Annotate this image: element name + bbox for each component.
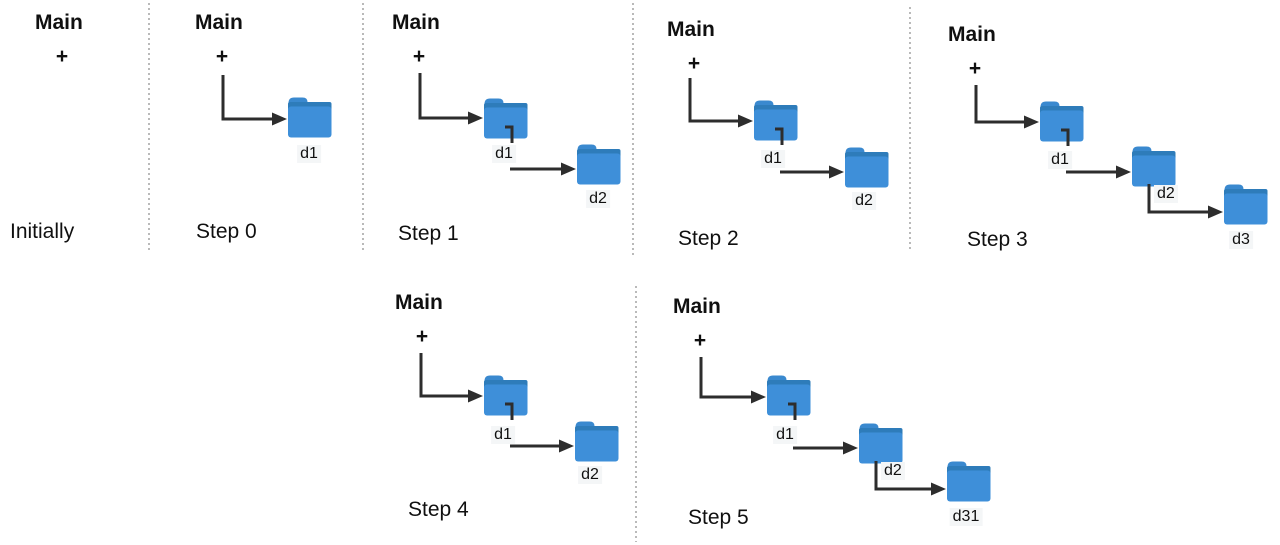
step-caption: Initially [10,220,75,243]
folder-glyph [859,423,903,464]
step-caption: Step 2 [678,227,739,250]
folder-glyph [484,375,528,416]
plus-operator: + [415,325,429,348]
panel-separators [148,3,911,542]
step-caption: Step 4 [408,498,469,521]
folder-icon [1130,142,1177,187]
folder-label: d1 [1048,151,1072,169]
folder-icon [945,457,992,502]
folder-icon [482,371,529,416]
folder-icon [286,93,333,138]
folder-label: d1 [761,150,785,168]
folder-glyph [754,100,798,141]
plus-operator: + [412,45,426,68]
folder-glyph [575,421,619,462]
folder-label: d3 [1229,231,1253,249]
folder-glyph [1224,184,1268,225]
plus-operator: + [215,45,229,68]
root-label: Main [35,11,83,34]
root-label: Main [395,291,443,314]
folder-icon [482,94,529,139]
plus-operator: + [55,45,69,68]
step-caption: Step 3 [967,228,1028,251]
step-caption: Step 1 [398,222,459,245]
folder-icon [1222,180,1269,225]
folder-glyph [288,97,332,138]
folder-label: d1 [773,426,797,444]
folder-glyph [484,98,528,139]
folder-icon [857,419,904,464]
folder-label: d2 [578,466,602,484]
folder-glyph [947,461,991,502]
folder-icon [752,96,799,141]
folder-label: d2 [852,192,876,210]
folder-icon [575,140,622,185]
folder-icon [843,143,890,188]
step-caption: Step 0 [196,220,257,243]
root-label: Main [667,18,715,41]
folder-icon [1038,97,1085,142]
folder-label: d1 [297,145,321,163]
root-label: Main [392,11,440,34]
folder-icon [573,417,620,462]
step-caption: Step 5 [688,506,749,529]
folder-icon [765,371,812,416]
folder-label: d2 [586,190,610,208]
folder-label: d1 [492,145,516,163]
root-label: Main [195,11,243,34]
plus-operator: + [687,52,701,75]
folder-glyph [1132,146,1176,187]
folder-glyph [1040,101,1084,142]
root-label: Main [673,295,721,318]
plus-operator: + [693,329,707,352]
folder-label: d2 [1154,185,1178,203]
folder-glyph [767,375,811,416]
folder-glyph [845,147,889,188]
root-label: Main [948,23,996,46]
folder-label: d31 [949,508,983,526]
folder-label: d2 [881,462,905,480]
folder-glyph [577,144,621,185]
folder-label: d1 [491,426,515,444]
plus-operator: + [968,57,982,80]
